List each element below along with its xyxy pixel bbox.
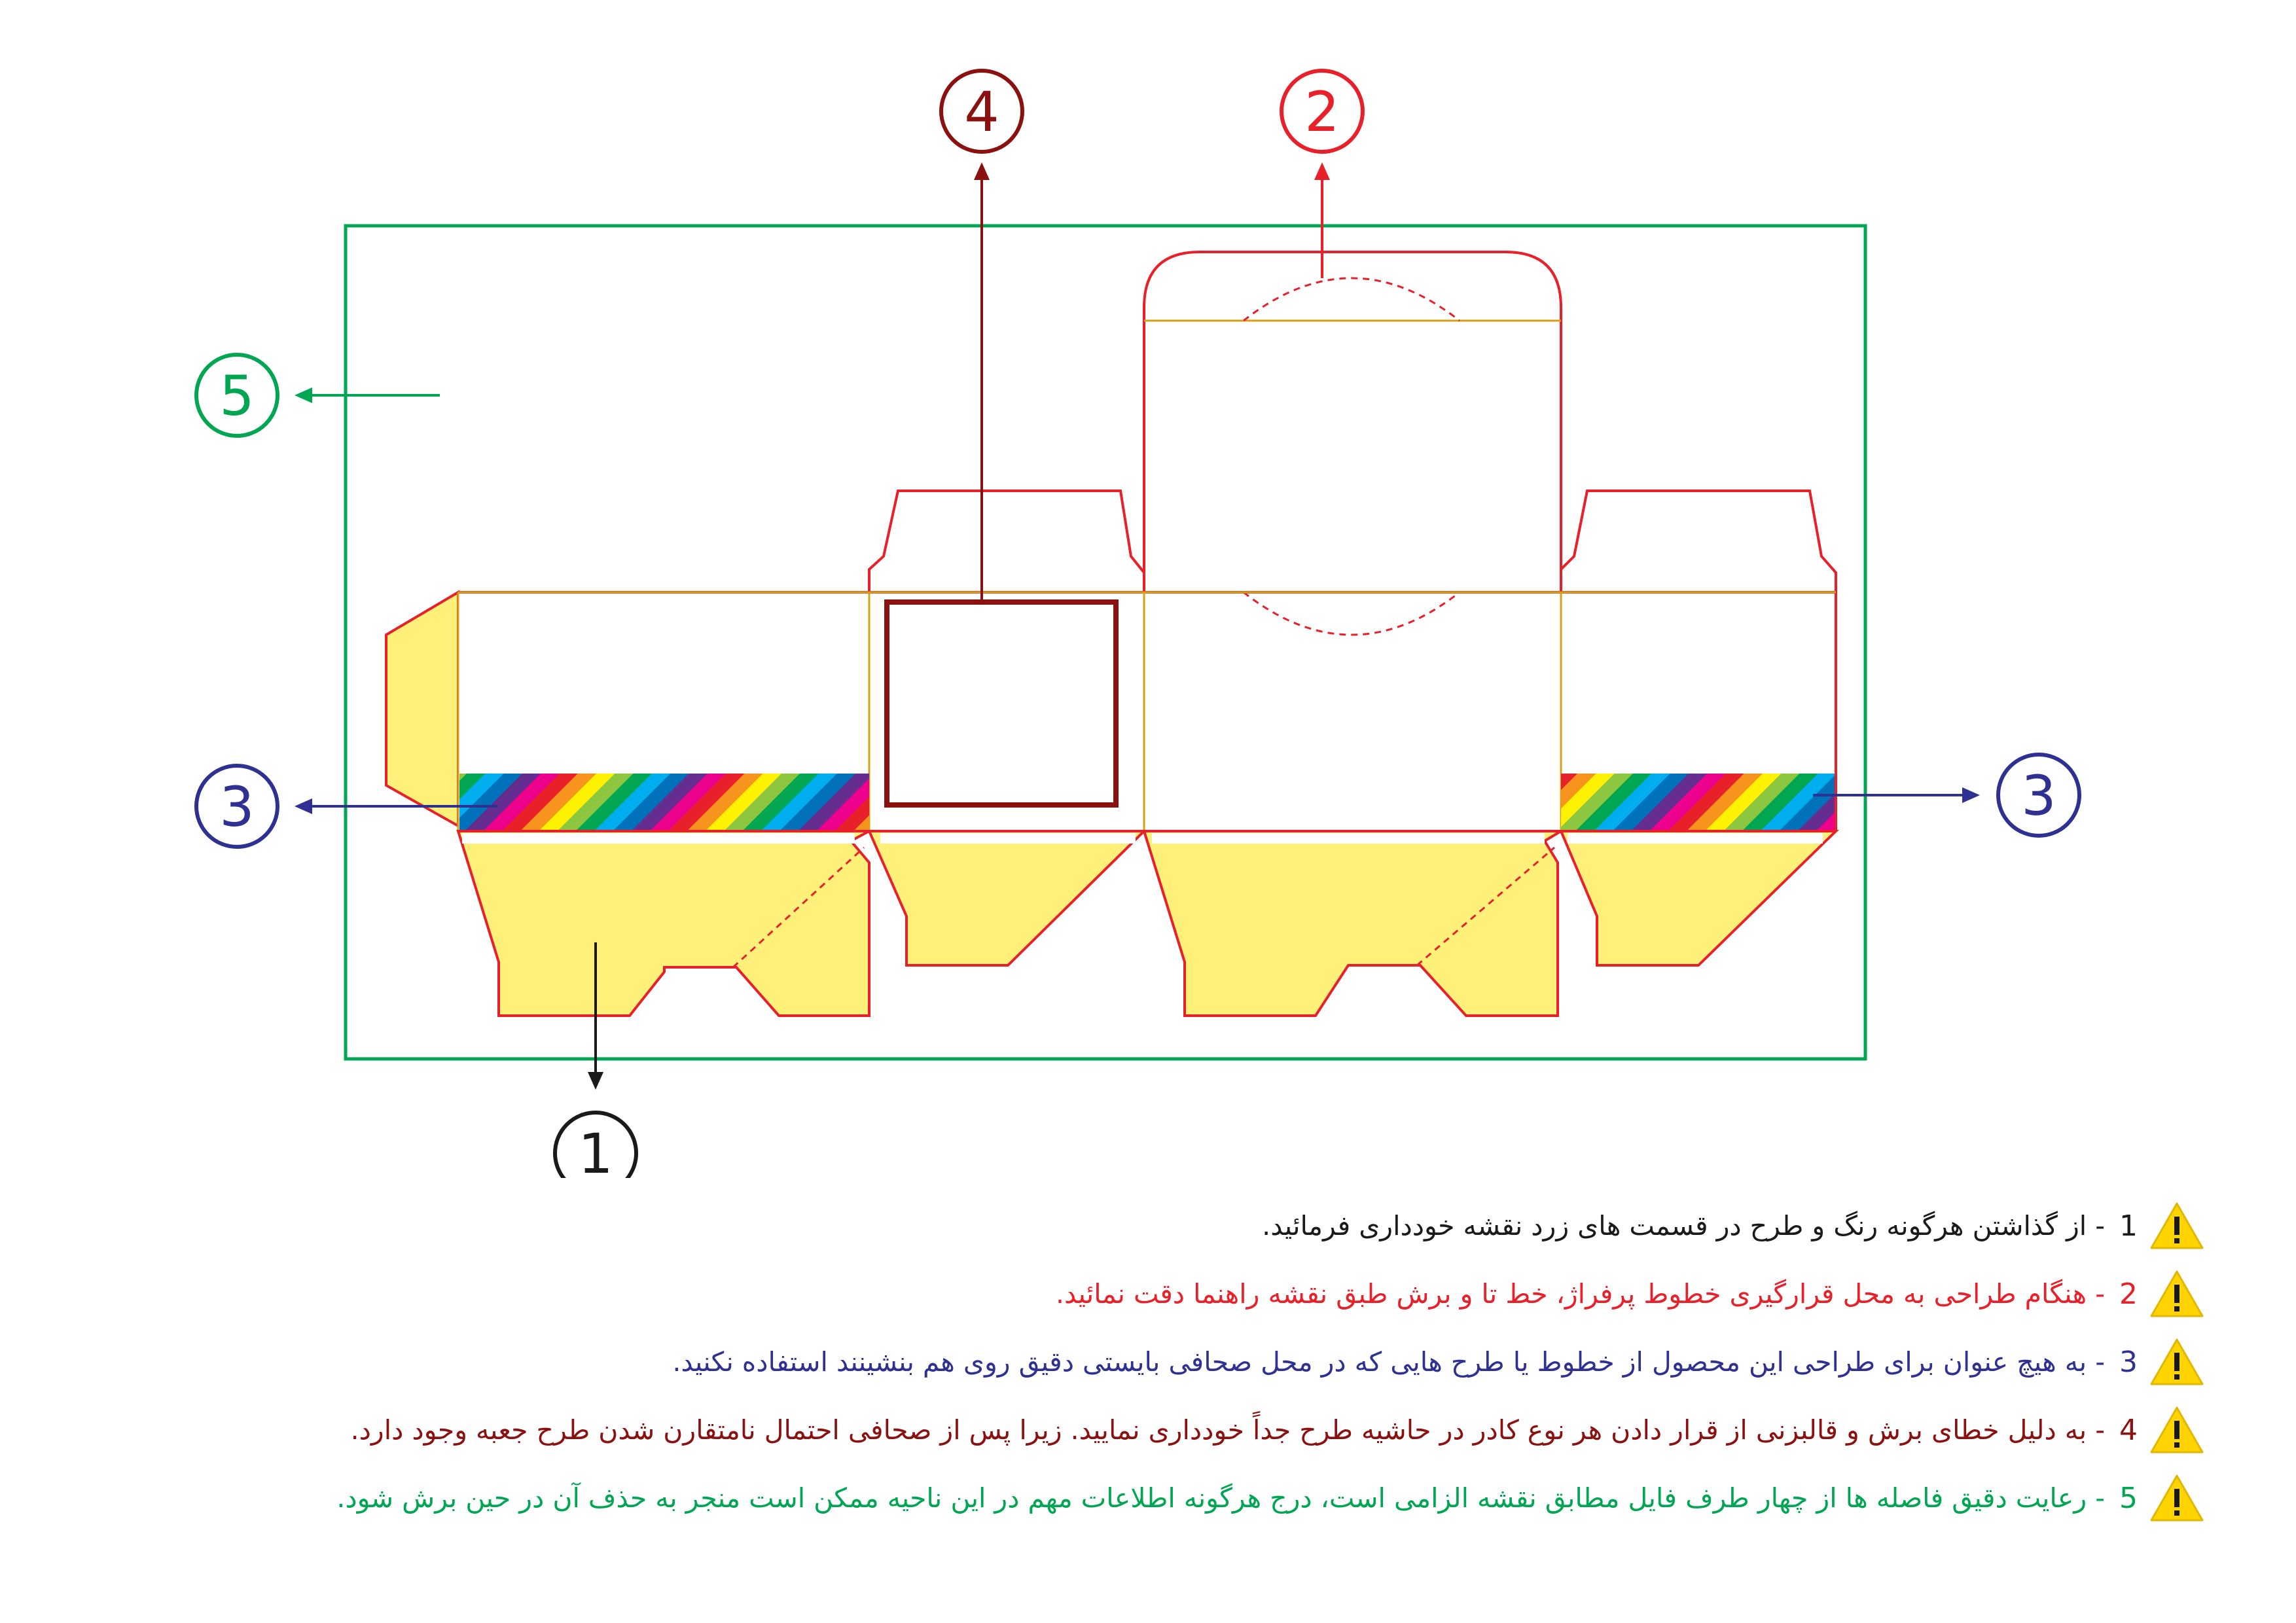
callout-1-label: 1 [578, 1122, 613, 1178]
glue-flap-left [385, 590, 459, 829]
note-2-text: - هنگام طراحی به محل قرارگیری خطوط پرفرا… [1055, 1278, 2105, 1310]
white-band-2 [880, 833, 1136, 844]
box-dieline-diagram: 4 2 5 3 3 1 [194, 69, 2081, 1178]
note-5: - رعایت دقیق فاصله ها از چهار طرف فایل م… [336, 1469, 2204, 1527]
forbidden-frame-example [884, 599, 1119, 808]
note-4-number: 4 [2119, 1413, 2138, 1447]
thumb-notch-perforation-top [1243, 277, 1460, 322]
callout-2-circle [1280, 69, 1365, 154]
arrow-icon [1962, 787, 1980, 803]
panel-front [869, 592, 1144, 831]
bottom-flap-3 [1142, 830, 1566, 1017]
panel-back [1144, 592, 1561, 831]
white-band-3 [1152, 833, 1545, 844]
stripe-band-left [459, 774, 869, 831]
note-3-number: 3 [2119, 1345, 2138, 1379]
warning-triangle-icon [2150, 1338, 2204, 1385]
note-2: - هنگام طراحی به محل قرارگیری خطوط پرفرا… [1056, 1264, 2204, 1323]
note-3: - به هیچ عنوان برای طراحی این محصول از خ… [672, 1332, 2204, 1391]
callout-3-left-circle [194, 764, 279, 849]
note-5-number: 5 [2119, 1481, 2138, 1515]
note-1-number: 1 [2119, 1209, 2138, 1243]
arrow-icon [295, 798, 312, 814]
callout-5-label: 5 [219, 364, 254, 428]
note-4-text: - به دلیل خطای برش و قالبزنی از قرار داد… [350, 1414, 2105, 1446]
stripe-band-right [1561, 774, 1835, 831]
bottom-flap-1-perforation [732, 846, 865, 969]
bottom-flap-2 [867, 830, 1147, 967]
bottom-flap-1 [456, 830, 870, 1017]
callout-5-circle [194, 353, 279, 438]
safe-margin-frame [344, 224, 1867, 1061]
white-band-1 [462, 833, 855, 844]
warning-triangle-icon [2150, 1406, 2204, 1454]
warning-triangle-icon [2150, 1270, 2204, 1317]
arrow-icon [295, 387, 312, 403]
note-1: - از گذاشتن هرگونه رنگ و طرح در قسمت های… [1262, 1196, 2204, 1255]
bottom-flap-4 [1558, 830, 1839, 967]
callout-2-label: 2 [1304, 80, 1339, 144]
thumb-notch-perforation-bottom [1243, 591, 1460, 636]
note-2-number: 2 [2119, 1277, 2138, 1311]
arrow-icon [588, 1072, 603, 1090]
callout-1-circle [553, 1111, 638, 1178]
note-1-text: - از گذاشتن هرگونه رنگ و طرح در قسمت های… [1262, 1210, 2105, 1241]
note-4: - به دلیل خطای برش و قالبزنی از قرار داد… [351, 1400, 2204, 1459]
arrow-icon [1314, 162, 1330, 180]
white-band-4 [1568, 833, 1823, 844]
top-dust-flap-left [868, 490, 1145, 594]
warning-triangle-icon [2150, 1202, 2204, 1249]
warning-triangle-icon [2150, 1474, 2204, 1522]
callout-4-circle [939, 69, 1024, 154]
callout-3-right-circle [1996, 753, 2081, 838]
callout-4-label: 4 [964, 80, 999, 144]
callout-3-left-label: 3 [219, 775, 254, 839]
callout-3-right-label: 3 [2021, 764, 2056, 828]
note-5-text: - رعایت دقیق فاصله ها از چهار طرف فایل م… [336, 1482, 2105, 1514]
top-dust-flap-right [1560, 490, 1837, 594]
arrow-icon [974, 162, 990, 180]
note-3-text: - به هیچ عنوان برای طراحی این محصول از خ… [672, 1346, 2105, 1378]
top-lid-tuck [1143, 251, 1562, 594]
